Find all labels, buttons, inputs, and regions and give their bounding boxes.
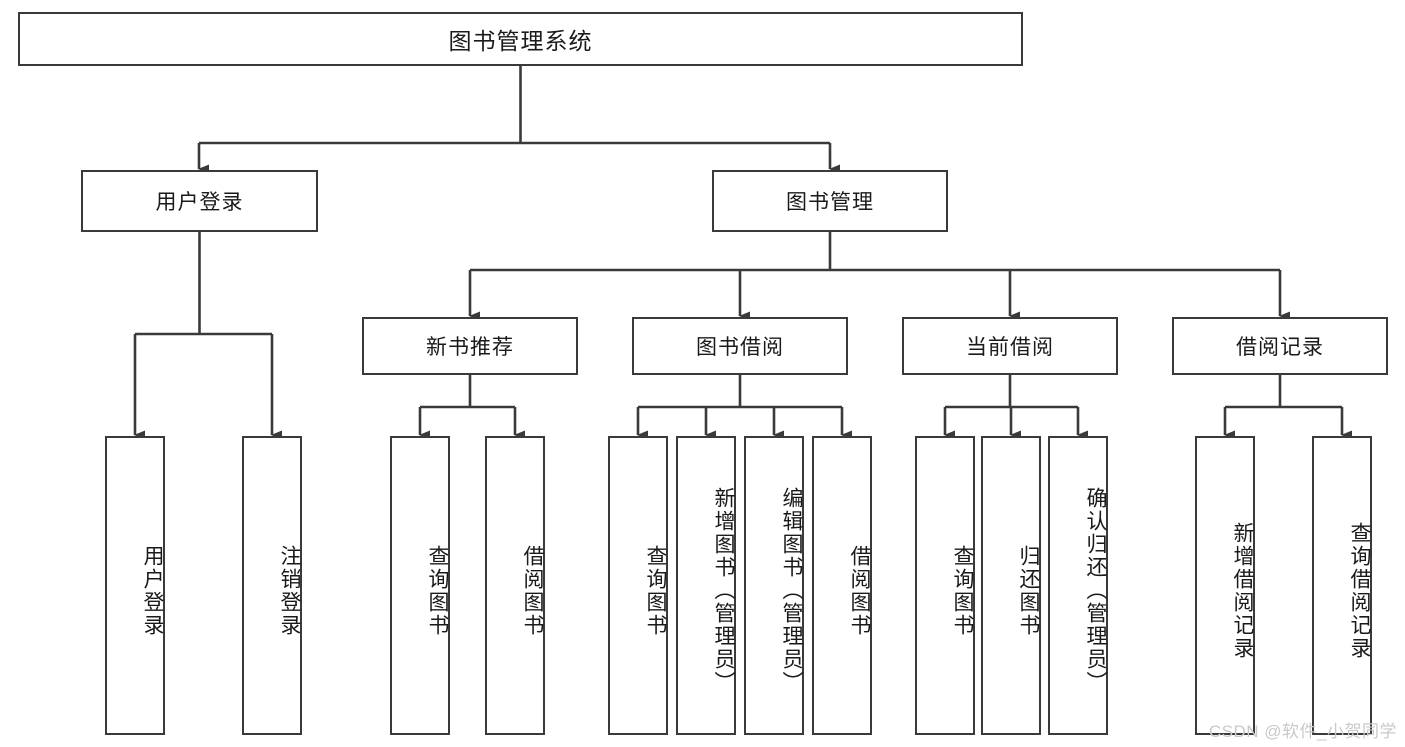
node-label: 新增借阅记录	[1231, 521, 1254, 660]
node-leaf-confirm-return[interactable]: 确认归还（管理员）	[1048, 436, 1108, 735]
node-leaf-query-book-3[interactable]: 查询图书	[915, 436, 975, 735]
node-leaf-edit-book[interactable]: 编辑图书（管理员）	[744, 436, 804, 735]
node-label: 归还图书	[1017, 544, 1040, 637]
node-new-book-recommend[interactable]: 新书推荐	[362, 317, 578, 375]
node-label: 注销登录	[278, 544, 301, 637]
node-leaf-add-book[interactable]: 新增图书（管理员）	[676, 436, 736, 735]
node-leaf-query-book-2[interactable]: 查询图书	[608, 436, 668, 735]
node-label: 借阅图书	[848, 544, 871, 637]
node-label: 查询图书	[426, 544, 449, 637]
node-leaf-user-login[interactable]: 用户登录	[105, 436, 165, 735]
node-leaf-borrow-book-2[interactable]: 借阅图书	[812, 436, 872, 735]
node-root-图书管理系统[interactable]: 图书管理系统	[18, 12, 1023, 66]
node-label: 用户登录	[141, 544, 164, 637]
node-label: 确认归还（管理员）	[1084, 487, 1107, 694]
node-borrow-records[interactable]: 借阅记录	[1172, 317, 1388, 375]
node-leaf-borrow-book-1[interactable]: 借阅图书	[485, 436, 545, 735]
node-label: 查询图书	[951, 544, 974, 637]
node-book-borrow[interactable]: 图书借阅	[632, 317, 848, 375]
node-label: 查询图书	[644, 544, 667, 637]
node-label: 编辑图书（管理员）	[780, 487, 803, 694]
node-label: 借阅图书	[521, 544, 544, 637]
node-leaf-query-record[interactable]: 查询借阅记录	[1312, 436, 1372, 735]
node-label: 查询借阅记录	[1348, 521, 1371, 660]
node-current-borrow[interactable]: 当前借阅	[902, 317, 1118, 375]
watermark: CSDN @软件_小贺同学	[1208, 722, 1397, 741]
node-leaf-add-record[interactable]: 新增借阅记录	[1195, 436, 1255, 735]
node-book-management[interactable]: 图书管理	[712, 170, 948, 232]
node-user-login[interactable]: 用户登录	[81, 170, 318, 232]
node-leaf-user-logout[interactable]: 注销登录	[242, 436, 302, 735]
node-label: 新增图书（管理员）	[712, 487, 735, 694]
node-leaf-return-book[interactable]: 归还图书	[981, 436, 1041, 735]
node-leaf-query-book-1[interactable]: 查询图书	[390, 436, 450, 735]
